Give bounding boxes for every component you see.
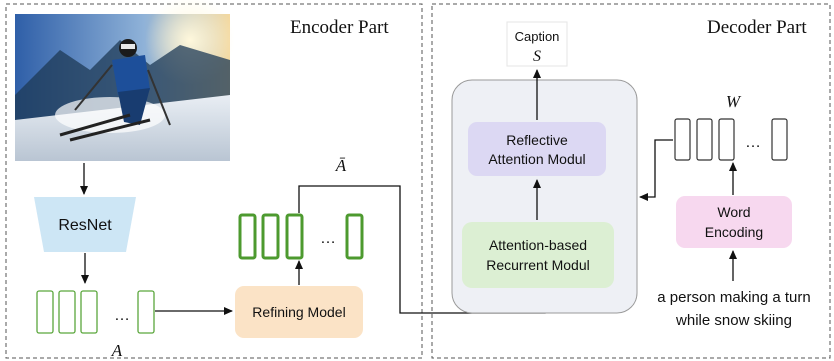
refining-model-block xyxy=(235,286,363,338)
reflective-attention-block xyxy=(468,122,606,176)
word-encoding-line2: Encoding xyxy=(705,224,763,240)
feature-vectors-a xyxy=(36,290,155,334)
input-sentence-line2: while snow skiing xyxy=(675,312,792,329)
input-sentence-line1: a person making a turn xyxy=(657,289,810,306)
attention-line2: Recurrent Modul xyxy=(486,257,590,273)
features-label-a: A xyxy=(111,341,123,360)
decoder-panel xyxy=(431,3,831,359)
features-ellipsis: … xyxy=(114,307,130,324)
refined-ellipsis: … xyxy=(320,230,336,247)
attention-recurrent-block xyxy=(462,222,614,288)
skier-photo xyxy=(15,0,235,161)
attention-line1: Attention-based xyxy=(489,237,587,253)
words-label: W xyxy=(726,92,742,111)
encoder-title: Encoder Part xyxy=(290,17,389,38)
caption-title: Caption xyxy=(515,29,560,44)
refined-label: Ā xyxy=(335,156,347,175)
caption-symbol: S xyxy=(533,48,541,65)
resnet-block xyxy=(34,197,136,252)
refining-model-label: Refining Model xyxy=(252,304,345,320)
reflective-line2: Attention Modul xyxy=(488,151,585,167)
refined-vectors xyxy=(238,213,364,260)
caption-box xyxy=(506,21,568,67)
resnet-label: ResNet xyxy=(58,217,112,234)
word-encoding-line1: Word xyxy=(717,204,750,220)
word-ellipsis: … xyxy=(745,134,761,151)
reflective-line1: Reflective xyxy=(506,132,568,148)
decoder-title: Decoder Part xyxy=(707,17,807,38)
word-vectors xyxy=(674,118,788,161)
word-encoding-block xyxy=(676,196,792,248)
